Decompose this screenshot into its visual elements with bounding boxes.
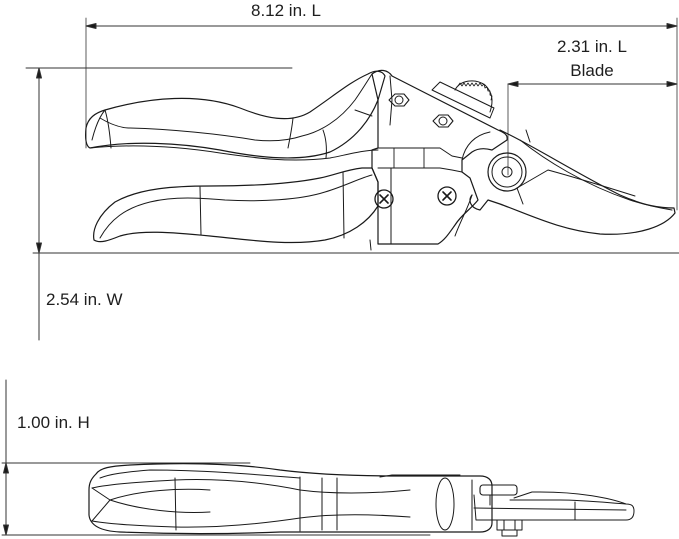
dimension-height bbox=[1, 379, 431, 536]
lower-handle bbox=[93, 167, 379, 251]
overall-length-label: 8.12 in. L bbox=[251, 1, 321, 20]
phillips-screw-left bbox=[374, 189, 394, 209]
dimension-width bbox=[25, 67, 679, 341]
hex-nut-upper bbox=[388, 93, 410, 107]
pivot-bolt bbox=[487, 152, 527, 192]
hex-nut-lower bbox=[432, 114, 454, 128]
top-handle bbox=[88, 463, 493, 535]
adjustment-dial bbox=[431, 80, 495, 119]
top-nut bbox=[496, 519, 523, 537]
cutting-blade bbox=[469, 129, 676, 235]
top-view bbox=[88, 463, 635, 537]
side-view bbox=[85, 69, 676, 251]
phillips-screw-right bbox=[437, 186, 457, 206]
blade-sublabel: Blade bbox=[570, 61, 614, 80]
top-blade bbox=[473, 484, 635, 521]
center-body bbox=[371, 69, 508, 245]
upper-handle bbox=[85, 70, 386, 161]
height-label: 1.00 in. H bbox=[17, 413, 90, 432]
width-label: 2.54 in. W bbox=[46, 290, 123, 309]
dimension-blade-length bbox=[507, 81, 678, 176]
blade-length-label: 2.31 in. L bbox=[557, 37, 627, 56]
